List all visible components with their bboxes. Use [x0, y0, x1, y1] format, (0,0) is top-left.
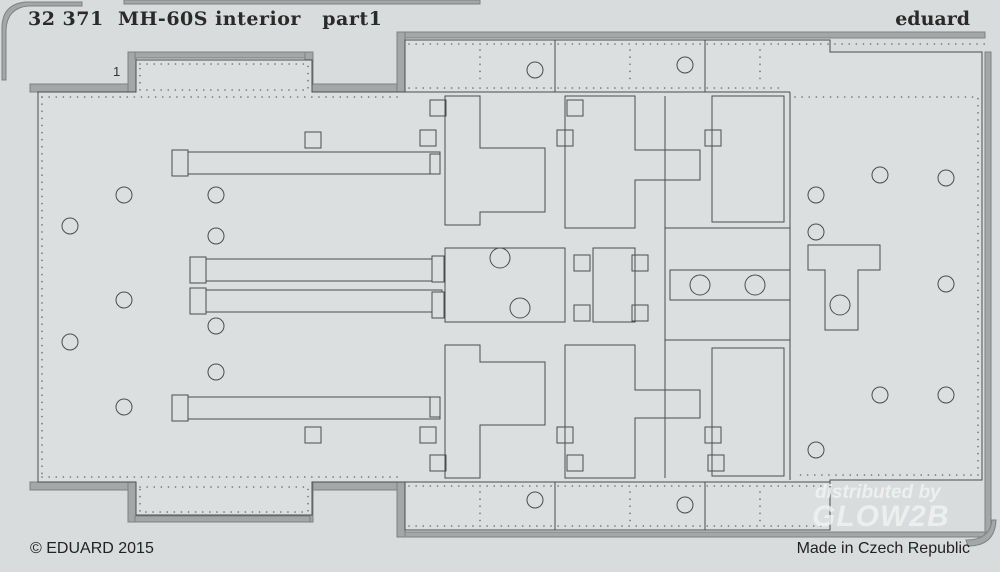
hole-icon: [676, 496, 694, 514]
pad-square: [429, 99, 447, 117]
hole-icon: [489, 247, 511, 269]
rivet-lines: [41, 43, 986, 527]
hole-icon: [807, 223, 825, 241]
pad-square: [419, 426, 437, 444]
pad-square: [304, 131, 322, 149]
hole-icon: [61, 217, 79, 235]
mounting-holes: [61, 56, 955, 514]
hole-icon: [676, 56, 694, 74]
hole-icon: [871, 166, 889, 184]
brand-logo-text: eduard: [895, 8, 970, 30]
hole-icon: [937, 386, 955, 404]
pad-square: [631, 304, 649, 322]
hole-icon: [509, 297, 531, 319]
hole-icon: [937, 169, 955, 187]
pad-square: [704, 426, 722, 444]
hole-icon: [829, 294, 851, 316]
pad-square: [573, 304, 591, 322]
pad-square: [429, 454, 447, 472]
hole-icon: [807, 186, 825, 204]
pad-square: [704, 129, 722, 147]
pad-square: [707, 454, 725, 472]
sheet-title: 32 371 MH-60S interior part1: [28, 8, 383, 30]
pad-square: [556, 129, 574, 147]
hole-icon: [115, 291, 133, 309]
hole-icon: [115, 186, 133, 204]
hole-icon: [937, 275, 955, 293]
seat-brackets: [444, 95, 881, 479]
pad-square: [304, 426, 322, 444]
hole-icon: [526, 491, 544, 509]
mounting-pads: [304, 99, 725, 472]
hole-icon: [207, 227, 225, 245]
pad-square: [566, 99, 584, 117]
hole-icon: [744, 274, 766, 296]
hole-icon: [207, 363, 225, 381]
hole-icon: [61, 333, 79, 351]
hole-icon: [115, 398, 133, 416]
straps: [171, 149, 445, 422]
pad-square: [631, 254, 649, 272]
watermark-distributed-by: distributed by: [815, 482, 941, 503]
part-number-label: 1: [113, 64, 121, 79]
hole-icon: [207, 186, 225, 204]
watermark-glow2b: GLOW2B: [812, 500, 950, 533]
pad-square: [556, 426, 574, 444]
pad-square: [419, 129, 437, 147]
origin-text: Made in Czech Republic: [796, 540, 970, 557]
main-floor-panel: [37, 39, 983, 531]
hole-icon: [207, 317, 225, 335]
pad-square: [566, 454, 584, 472]
hole-icon: [871, 386, 889, 404]
copyright-text: © EDUARD 2015: [30, 540, 154, 557]
hole-icon: [807, 441, 825, 459]
hole-icon: [526, 61, 544, 79]
pad-square: [573, 254, 591, 272]
hole-icon: [689, 274, 711, 296]
